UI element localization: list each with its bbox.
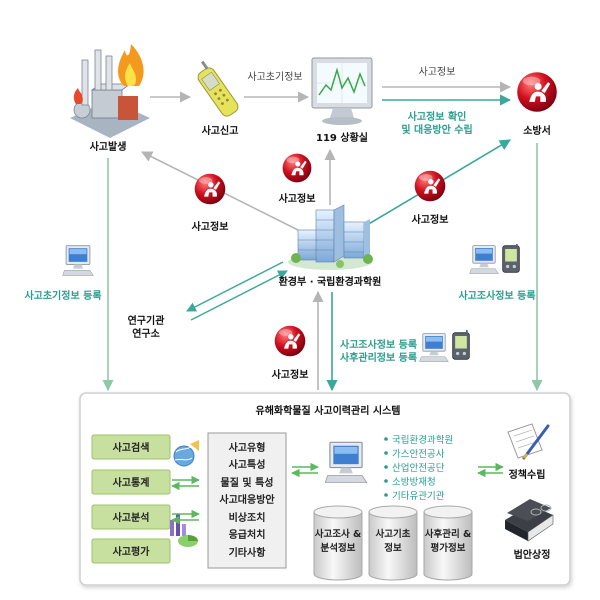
database-cylinder-icon: 사후관리 & 평가정보 <box>423 505 473 581</box>
double-arrow <box>171 509 200 525</box>
node-research-line2: 연구소 <box>132 327 160 340</box>
flow-register-investigation-label: 사고조사정보 등록 <box>458 289 535 302</box>
database-label: 분석정보 <box>321 542 356 554</box>
system-panel: 유해화학물질 사고이력관리 시스템 사고검색 사고통계 사고분석 사고평가 <box>79 392 571 586</box>
ministry-building-icon <box>288 204 373 270</box>
double-arrow <box>477 462 504 478</box>
alert-ball-icon <box>282 153 312 183</box>
flow-accident-info-bottom-label: 사고정보 <box>272 368 309 381</box>
function-box: 사고통계 <box>91 469 171 495</box>
database-label: 사후관리 & <box>425 528 472 540</box>
alert-ball-icon <box>194 173 226 205</box>
bar-pie-chart-icon <box>170 514 198 547</box>
globe-chart-icon <box>173 440 199 467</box>
flow-confirm-line1: 사고정보 확인 <box>408 110 467 123</box>
agency-item: 가스안전공사 <box>392 449 445 460</box>
agency-item: 국립환경과학원 <box>392 434 453 446</box>
attribute-list-box <box>207 432 287 569</box>
document-pen-icon <box>507 423 550 460</box>
node-ministry-label: 환경부 · 국립환경과학원 <box>279 275 382 288</box>
flow-initial-info-label: 사고초기정보 <box>247 71 302 83</box>
computer-icon <box>469 245 499 275</box>
fire-station-icon <box>517 72 557 112</box>
function-box: 사고분석 <box>91 504 171 530</box>
attribute-item: 기타사항 <box>229 546 267 559</box>
flow-register-initial-label: 사고초기정보 등록 <box>24 289 101 302</box>
mobile-phone-icon <box>197 60 239 117</box>
double-arrow <box>171 475 200 491</box>
database-label: 정보 <box>384 542 402 554</box>
flow-accident-info-top-label: 사고정보 <box>419 66 456 78</box>
function-box: 사고검색 <box>91 434 171 460</box>
monitor-icon <box>311 57 373 125</box>
agency-item: 기타유관기관 <box>392 491 445 502</box>
function-label: 사고평가 <box>113 545 151 558</box>
node-report-label: 사고신고 <box>202 124 239 137</box>
attribute-item: 사고대응방안 <box>219 493 275 506</box>
function-label: 사고분석 <box>113 511 150 524</box>
attribute-item: 사고특성 <box>229 458 266 471</box>
arrow-research-to-ministry <box>190 270 288 321</box>
database-cylinder-icon: 사고조사 & 분석정보 <box>313 505 363 581</box>
function-label: 사고통계 <box>113 476 150 489</box>
flow-confirm-line2: 및 대응방안 수립 <box>401 123 472 136</box>
alert-ball-icon <box>414 170 446 202</box>
factory-fire-icon <box>70 44 150 138</box>
arrow-ministry-to-research <box>186 261 284 312</box>
pda-icon <box>452 330 470 360</box>
node-research-line1: 연구기관 <box>128 314 166 327</box>
agency-item: 소방방재청 <box>392 477 436 488</box>
database-label: 평가정보 <box>431 542 466 554</box>
agency-list: 국립환경과학원 가스안전공사 산업안전공단 소방방재청 기타유관기관 <box>384 434 453 502</box>
attribute-item: 비상조치 <box>229 511 266 524</box>
computer-icon <box>62 245 94 276</box>
database-cylinder-icon: 사고기초 정보 <box>368 505 418 581</box>
law-book-icon <box>505 499 554 542</box>
flow-register-center-line1: 사고조사정보 등록 <box>340 338 417 351</box>
attribute-item: 사고유형 <box>229 441 266 454</box>
pda-icon <box>502 244 520 273</box>
output-policy-label: 정책수립 <box>509 468 546 481</box>
database-label: 사고기초 <box>376 528 411 540</box>
alert-ball-icon <box>274 325 306 357</box>
flow-accident-info-left-label: 사고정보 <box>192 220 229 233</box>
database-label: 사고조사 & <box>315 528 362 540</box>
node-fire-station-label: 소방서 <box>523 124 551 137</box>
computer-icon <box>324 441 368 484</box>
output-legislation-label: 법안상정 <box>514 548 551 561</box>
system-title: 유해화학물질 사고이력관리 시스템 <box>256 404 401 417</box>
flow-register-center-line2: 사후관리정보 등록 <box>340 351 417 364</box>
attribute-item: 응급처치 <box>229 528 266 541</box>
function-box: 사고평가 <box>91 538 171 564</box>
flow-accident-info-center-label: 사고정보 <box>279 192 316 205</box>
node-119-situation-room-label: 119 상황실 <box>316 131 368 144</box>
attribute-item: 물질 및 특성 <box>221 476 274 489</box>
computer-icon <box>419 333 449 363</box>
function-label: 사고검색 <box>113 441 150 454</box>
agency-item: 산업안전공단 <box>392 462 445 474</box>
flow-accident-info-right-label: 사고정보 <box>412 213 449 226</box>
double-arrow <box>291 462 319 478</box>
node-accident-label: 사고발생 <box>90 140 127 153</box>
